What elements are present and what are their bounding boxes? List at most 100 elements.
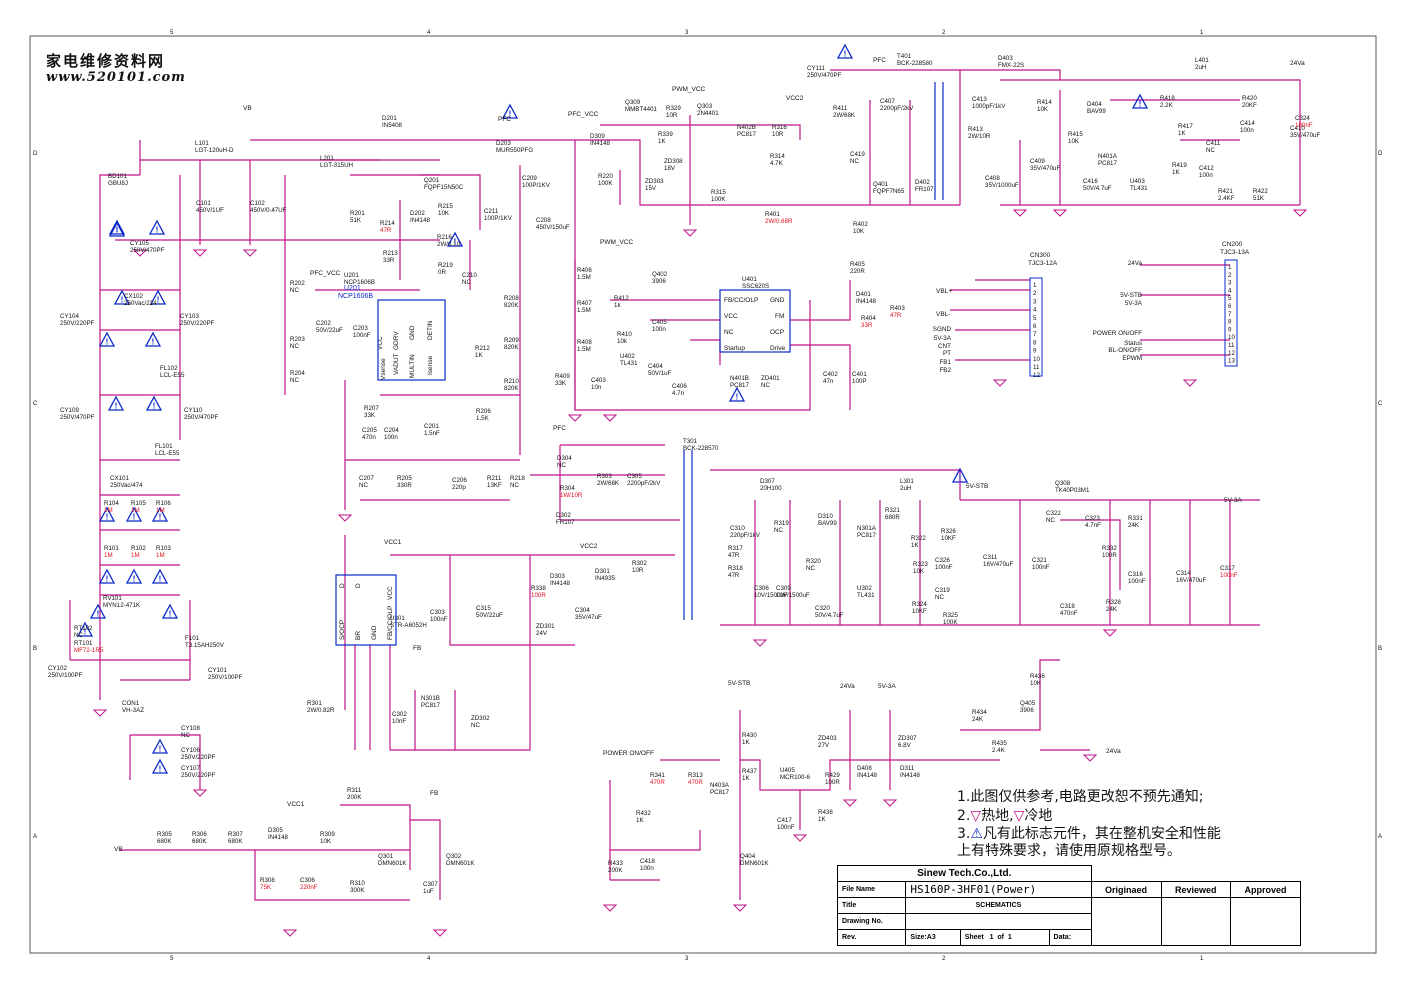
component-ref: R325: [943, 612, 958, 619]
note-2-hot: 热地,: [981, 808, 1014, 824]
component-value: 250Vac/224: [124, 300, 157, 307]
component-value: STR-A6052H: [390, 622, 427, 629]
component-value: 680K: [192, 838, 207, 845]
component-value: MYN12-471K: [103, 602, 141, 609]
component-value: NC: [850, 158, 859, 165]
component-ref: CY110: [184, 407, 203, 414]
component-value: 10K: [438, 210, 450, 217]
cn200-pin: 12: [1228, 350, 1235, 357]
component-ref: R215: [438, 203, 453, 210]
component-ref: R421: [1218, 188, 1233, 195]
warning-icon: !: [98, 568, 116, 584]
component-value: NC: [471, 722, 480, 729]
component-ref: CX101: [110, 475, 129, 482]
component-value: 24K: [972, 716, 984, 723]
component-ref: R308: [260, 877, 275, 884]
component-ref: R219: [438, 262, 453, 269]
component-ref: R414: [1037, 99, 1052, 106]
component-ref: N402B: [737, 124, 756, 131]
component-ref: D304: [557, 455, 572, 462]
component-ref: C202: [316, 320, 331, 327]
net-label-5v3a-2: 5V-3A: [878, 683, 896, 690]
component-value: TL431: [1130, 185, 1148, 192]
u201-pin: MULTIN: [409, 354, 416, 378]
u401-pin: OCP: [770, 329, 784, 336]
component-value: 10R: [632, 567, 644, 574]
component-ref: C407: [880, 98, 895, 105]
ground-icon: [602, 414, 618, 422]
component-value: 100P/1KV: [484, 215, 513, 222]
cn200-pin: 8: [1228, 319, 1232, 326]
component-ref: C405: [652, 319, 667, 326]
component-value: 10K: [1068, 138, 1080, 145]
component-value: FR107: [915, 186, 934, 193]
component-ref: R206: [476, 408, 491, 415]
ground-icon: [242, 249, 258, 257]
component-ref: C201: [424, 423, 439, 430]
component-ref: CY107: [181, 765, 200, 772]
svg-text:!: !: [133, 575, 136, 584]
component-value: 10k: [617, 338, 628, 345]
cold-ground-icon: ▽: [1013, 808, 1025, 824]
component-value: 3906: [652, 278, 666, 285]
cn300-pin: 1: [1033, 282, 1037, 289]
component-ref: R302: [632, 560, 647, 567]
border-marker-left: B: [33, 646, 37, 652]
net-label-fb: FB: [413, 645, 421, 652]
component-value: 10K: [320, 838, 332, 845]
component-value: IN4148: [590, 140, 611, 147]
cn300-pin: 7: [1033, 331, 1037, 338]
border-marker-right: C: [1378, 401, 1383, 407]
component-ref: D404: [1087, 101, 1102, 108]
warning-icon: !: [149, 289, 167, 305]
component-ref: R303: [597, 473, 612, 480]
component-value: 10n: [591, 384, 602, 391]
u401-ic: [719, 289, 791, 353]
component-ref: C322: [1046, 510, 1061, 517]
component-ref: ZD401: [761, 375, 780, 382]
component-ref: Q402: [652, 271, 668, 278]
cn300-connector: [1029, 277, 1043, 377]
svg-text:!: !: [156, 226, 159, 235]
component-value: 2.2K: [1160, 102, 1174, 109]
component-ref: RV101: [103, 595, 122, 602]
svg-text:!: !: [157, 296, 160, 305]
component-ref: R322: [911, 535, 926, 542]
component-value: 10V/1500uF: [754, 592, 788, 599]
component-value: 1K: [742, 739, 750, 746]
component-value: 100R: [531, 592, 546, 599]
file-name-label: File Name: [836, 881, 907, 898]
component-ref: R105: [131, 500, 146, 507]
svg-text:!: !: [121, 296, 124, 305]
component-value: PC817: [421, 702, 440, 709]
warning-icon: !: [108, 219, 126, 235]
component-ref: C418: [640, 858, 655, 865]
component-value: IN4148: [550, 580, 571, 587]
component-value: NC: [290, 377, 299, 384]
component-ref: C302: [392, 711, 407, 718]
component-ref: C208: [536, 217, 551, 224]
component-ref: R338: [531, 585, 546, 592]
component-ref: C310: [730, 525, 745, 532]
ground-icon: [842, 799, 858, 807]
component-ref: R326: [941, 528, 956, 535]
component-value: NCP1606B: [344, 279, 375, 286]
